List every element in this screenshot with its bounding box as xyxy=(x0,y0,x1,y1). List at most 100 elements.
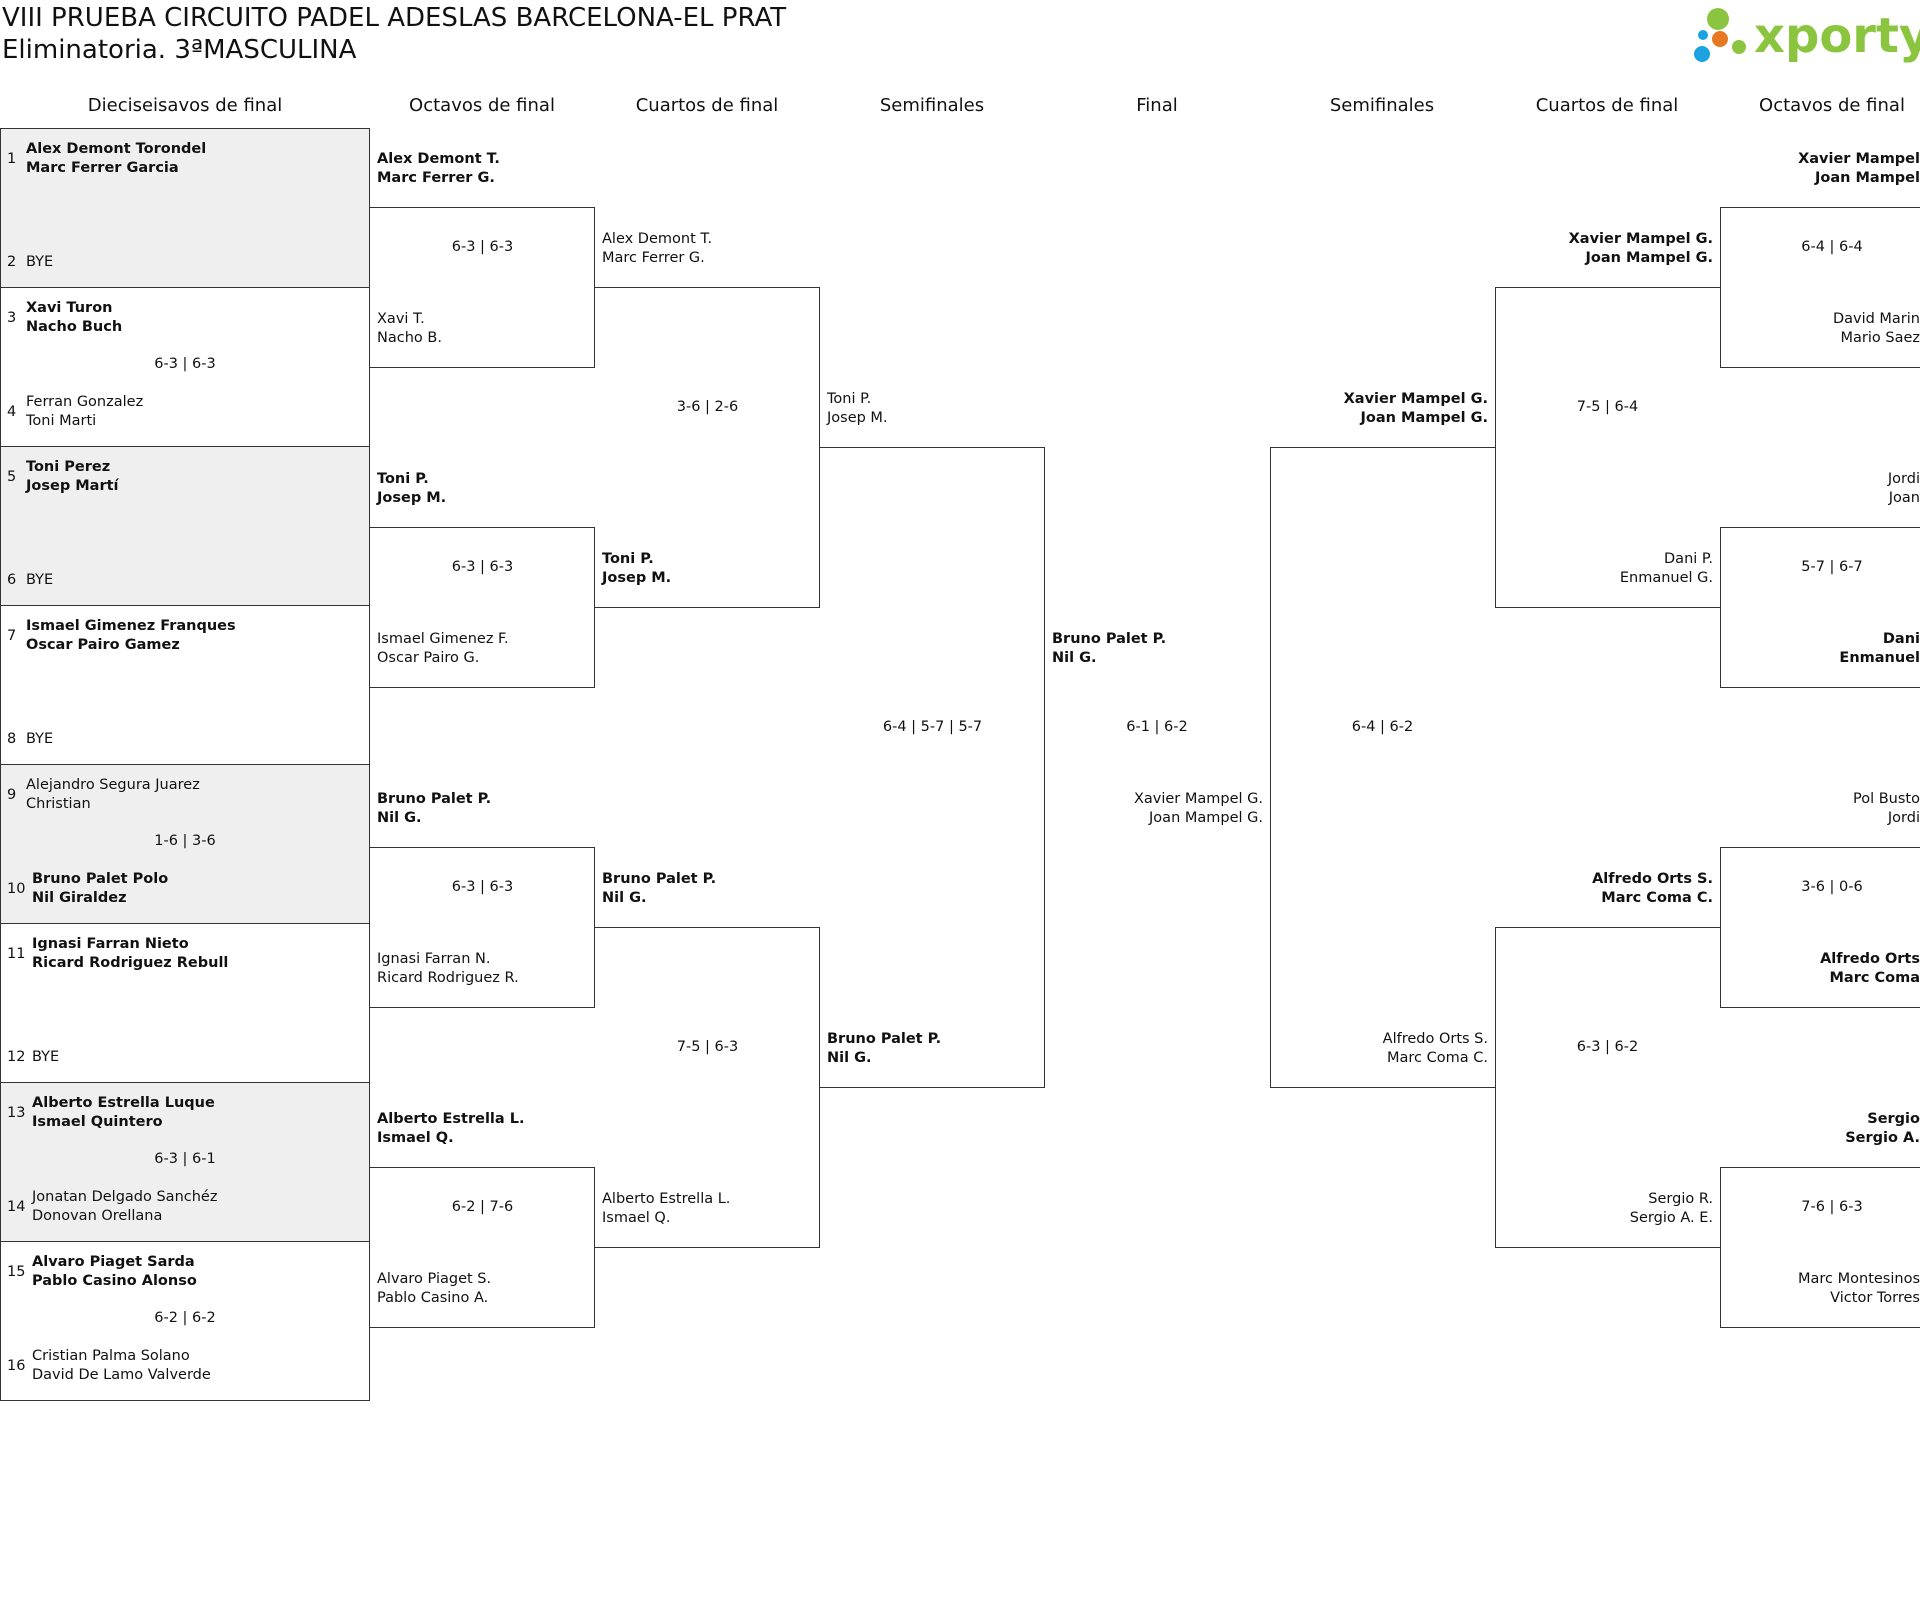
player-name: Donovan Orellana xyxy=(32,1208,163,1224)
seed-number: 5 xyxy=(7,469,17,485)
player-name: Victor Torres xyxy=(1830,1290,1920,1306)
player-name: Dani xyxy=(1882,631,1920,647)
player-name: Xavier Mampel G. xyxy=(1568,231,1713,247)
octavos-right-score: 6-4 | 6-4 xyxy=(1801,239,1863,255)
cuartos-right-team: Xavier Mampel G.Joan Mampel G. xyxy=(1569,230,1713,268)
player-name: Toni P. xyxy=(827,391,872,407)
player-name: Ferran Gonzalez xyxy=(26,394,144,410)
player-name: Jordi xyxy=(1887,810,1920,826)
player-name: Josep M. xyxy=(377,490,447,506)
octavos-left-score: 6-3 | 6-3 xyxy=(451,879,514,895)
player-name: Xavi Turon xyxy=(26,300,113,316)
player-name: Oscar Pairo G. xyxy=(377,650,480,666)
round-header-1: Dieciseisavos de final xyxy=(87,95,283,116)
seed-number: 14 xyxy=(7,1199,26,1215)
player-name: Marc Montesinos xyxy=(1798,1271,1920,1287)
tournament-subtitle: Eliminatoria. 3ªMASCULINA xyxy=(2,35,357,65)
tournament-title: VIII PRUEBA CIRCUITO PADEL ADESLAS BARCE… xyxy=(2,3,787,33)
player-name: Alex Demont T. xyxy=(602,231,713,247)
player-name: Ignasi Farran N. xyxy=(377,951,491,967)
cuartos-left-team: Bruno Palet P.Nil G. xyxy=(602,870,716,908)
player-name: Christian xyxy=(26,796,91,812)
r32-score: 6-2 | 6-2 xyxy=(154,1310,216,1326)
player-name: Marc Coma C. xyxy=(1387,1050,1488,1066)
round-header-5: Final xyxy=(1136,95,1178,116)
cuartos-right-team: Dani P.Enmanuel G. xyxy=(1620,550,1713,588)
player-name: Xavier Mampel G. xyxy=(1343,391,1488,407)
seed-number: 4 xyxy=(7,404,17,420)
player-name: Ismael Quintero xyxy=(32,1114,163,1130)
logo-dot-blue-small xyxy=(1698,30,1708,40)
r32-team-6: BYE xyxy=(26,571,53,590)
player-name: Joan Mampel G. xyxy=(1360,410,1488,426)
logo-dot-green-large xyxy=(1707,8,1729,30)
player-name: Nil G. xyxy=(377,810,422,826)
cuartos-left-connector xyxy=(595,287,820,608)
player-name: Xavi T. xyxy=(377,311,425,327)
player-name: Nil Giraldez xyxy=(32,890,127,906)
player-name: Ricard Rodriguez R. xyxy=(377,970,519,986)
player-name: Toni Marti xyxy=(26,413,97,429)
octavos-left-team: Toni P.Josep M. xyxy=(377,470,446,508)
seed-number: 12 xyxy=(7,1049,26,1065)
player-name: Nil G. xyxy=(1052,650,1097,666)
r32-score: 6-3 | 6-1 xyxy=(154,1151,216,1167)
octavos-left-team: Alberto Estrella L.Ismael Q. xyxy=(377,1110,524,1148)
round-header-8: Octavos de final xyxy=(1759,95,1905,116)
cuartos-left-team: Alberto Estrella L.Ismael Q. xyxy=(602,1190,730,1228)
octavos-left-team: Ignasi Farran N. Ricard Rodriguez R. xyxy=(377,950,519,988)
r32-match-box xyxy=(0,1241,370,1401)
player-name: Bruno Palet P. xyxy=(377,791,492,807)
seed-number: 10 xyxy=(7,881,26,897)
player-name: Enmanuel xyxy=(1839,650,1920,666)
semis-left-team: Toni P.Josep M. xyxy=(827,390,888,428)
seed-number: 6 xyxy=(7,572,17,588)
player-name: Marc Ferrer G. xyxy=(377,170,495,186)
r32-match-box xyxy=(0,128,370,288)
octavos-left-team: Xavi T.Nacho B. xyxy=(377,310,442,348)
octavos-right-score: 3-6 | 0-6 xyxy=(1801,879,1863,895)
player-name: Joan Mampel G. xyxy=(1149,810,1263,826)
semis-right-team: Alfredo Orts S.Marc Coma C. xyxy=(1383,1030,1488,1068)
seed-number: 16 xyxy=(7,1358,26,1374)
player-name: Alfredo Orts xyxy=(1820,951,1920,967)
seed-number: 9 xyxy=(7,787,17,803)
semis-left-score: 6-4 | 5-7 | 5-7 xyxy=(882,719,983,735)
octavos-left-score: 6-3 | 6-3 xyxy=(451,239,514,255)
logo-text: xporty xyxy=(1754,8,1920,64)
semis-right-connector xyxy=(1270,447,1495,1088)
octavos-right-connector xyxy=(1720,847,1920,1008)
player-name: Pol Busto xyxy=(1853,791,1920,807)
player-name: Toni P. xyxy=(602,551,654,567)
player-name: BYE xyxy=(32,1049,60,1065)
player-name: Nil G. xyxy=(827,1050,872,1066)
r32-team-12: BYE xyxy=(32,1048,59,1067)
player-name: Pablo Casino A. xyxy=(377,1290,489,1306)
round-header-3: Cuartos de final xyxy=(635,95,779,116)
player-name: Sergio A. xyxy=(1845,1130,1920,1146)
player-name: Marc Coma C. xyxy=(1601,890,1713,906)
player-name: Bruno Palet P. xyxy=(1052,631,1167,647)
player-name: Ismael Q. xyxy=(377,1130,454,1146)
octavos-right-connector xyxy=(1720,527,1920,688)
seed-number: 13 xyxy=(7,1105,26,1121)
player-name: Bruno Palet P. xyxy=(827,1031,942,1047)
player-name: Toni Perez xyxy=(26,459,111,475)
semis-left-connector xyxy=(820,447,1045,1088)
player-name: Alex Demont Torondel xyxy=(26,141,207,157)
semis-right-score: 6-4 | 6-2 xyxy=(1351,719,1414,735)
player-name: Ismael Gimenez F. xyxy=(377,631,509,647)
seed-number: 7 xyxy=(7,628,17,644)
cuartos-left-team: Toni P.Josep M. xyxy=(602,550,671,588)
player-name: Ignasi Farran Nieto xyxy=(32,936,189,952)
cuartos-left-team: Alex Demont T.Marc Ferrer G. xyxy=(602,230,712,268)
player-name: Ismael Gimenez Franques xyxy=(26,618,236,634)
